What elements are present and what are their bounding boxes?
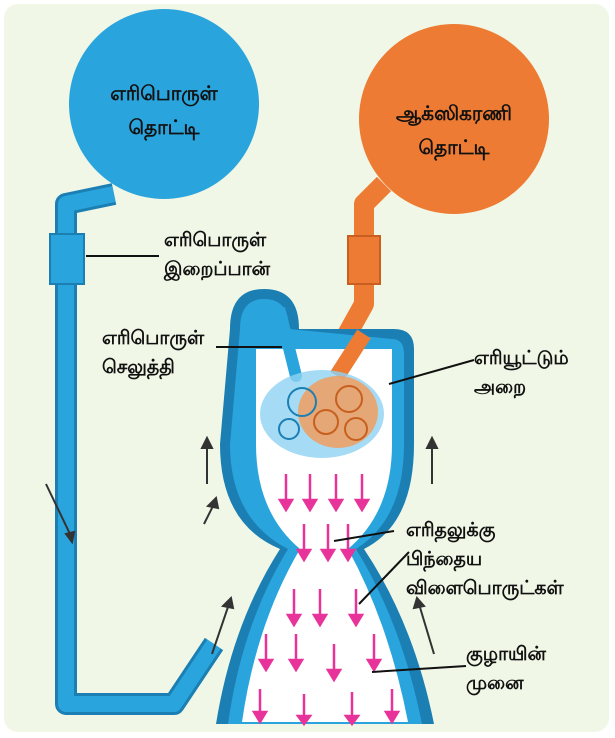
oxidizer-valve bbox=[348, 236, 380, 284]
combustion-flame bbox=[260, 370, 384, 458]
oxidizer-tank-label: ஆக்ஸிகரணி தொட்டி bbox=[384, 96, 524, 164]
fuel-pump bbox=[50, 234, 84, 284]
combustion-chamber-label: எரியூட்டும் அறை bbox=[474, 344, 569, 402]
fuel-injector-label: எரிபொருள் செலுத்தி bbox=[102, 324, 204, 382]
combustion-products-label: எரிதலுக்கு பிந்தைய விளைபொருட்கள் bbox=[406, 516, 564, 603]
fuel-tank-label: எரிபொருள் தொட்டி bbox=[99, 76, 229, 144]
nozzle-label: குழாயின் முனை bbox=[466, 640, 546, 698]
fuel-pump-label: எரிபொருள் இறைப்பான் bbox=[164, 226, 270, 284]
diagram-frame: எரிபொருள் தொட்டி ஆக்ஸிகரணி தொட்டி எரிபொர… bbox=[4, 4, 609, 732]
